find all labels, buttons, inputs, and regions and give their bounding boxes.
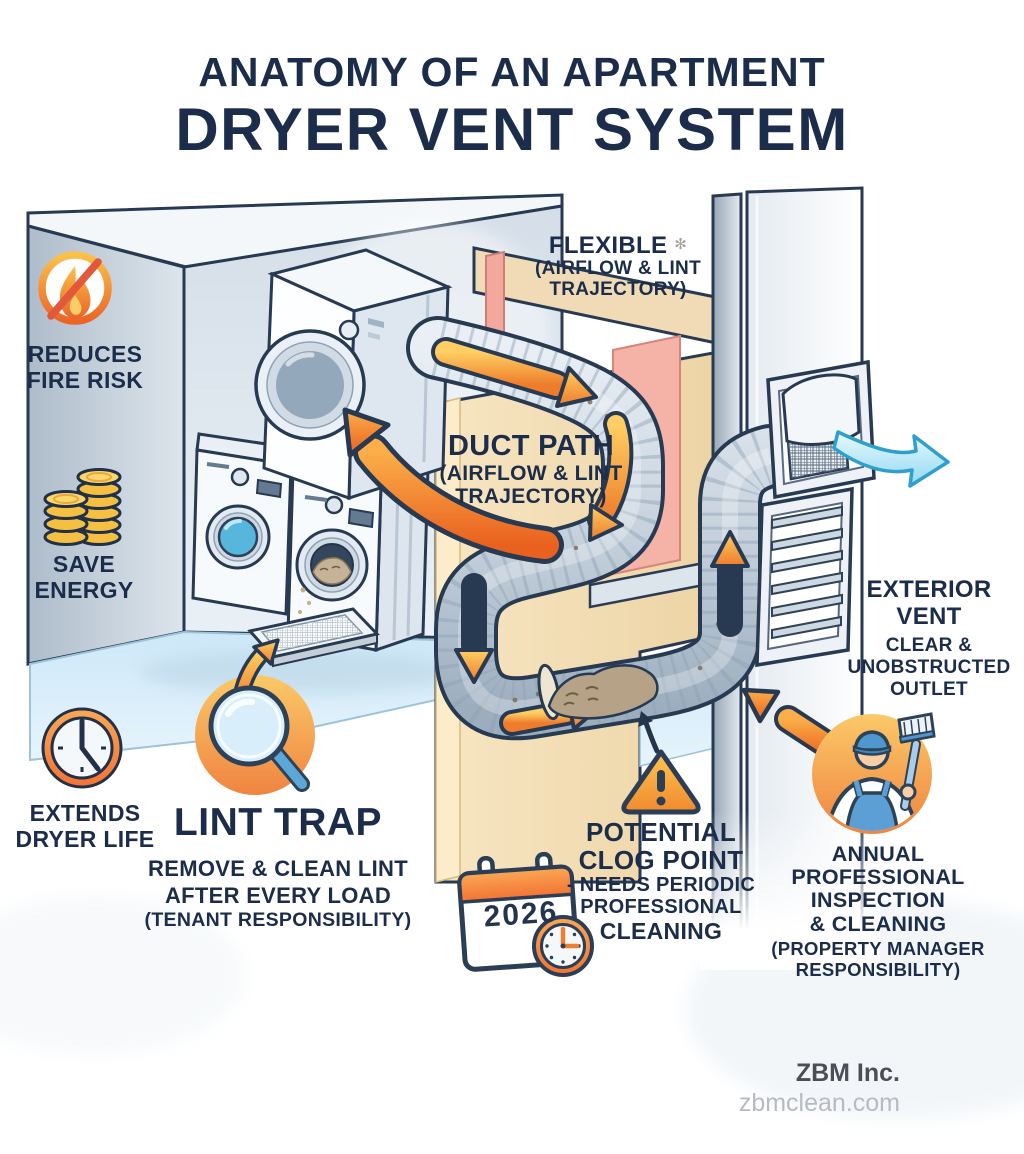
lint-trap-tray (247, 607, 380, 668)
page-title: ANATOMY OF AN APARTMENT DRYER VENT SYSTE… (175, 49, 849, 164)
duct-path-label: DUCT PATH (AIRFLOW & LINT TRAJECTORY) (439, 430, 623, 508)
technician-icon (823, 776, 921, 831)
exterior-vent-label: EXTERIOR VENT CLEAR & UNOBSTRUCTED OUTLE… (847, 576, 1011, 700)
vent-hood-cover (781, 373, 861, 446)
benefit-extends-dryer-life: EXTENDS DRYER LIFE (15, 800, 155, 853)
benefit-reduces-fire-risk: REDUCES FIRE RISK (26, 341, 144, 394)
website-url: zbmclean.com (738, 1089, 900, 1117)
airflow-arrows (431, 337, 750, 736)
no-fire-icon (38, 251, 112, 325)
annual-inspection-label: ANNUAL PROFESSIONAL INSPECTION & CLEANIN… (771, 842, 985, 980)
lint-trap-label: LINT TRAP (173, 801, 383, 844)
washer-right (286, 450, 430, 653)
benefit-save-energy: SAVE ENERGY (34, 551, 134, 604)
dryer-exhaust-arrow (342, 407, 564, 564)
coins-icon (43, 468, 122, 546)
lint-in-drum (312, 557, 352, 585)
clog-warning-group (621, 711, 701, 815)
flexible-label: FLEXIBLE ✻ (AIRFLOW & LINT TRAJECTORY) (535, 232, 701, 301)
clog-point-label: POTENTIAL CLOG POINT - NEEDS PERIODIC PR… (566, 817, 756, 944)
lint-trap-icon-group (195, 638, 315, 795)
exterior-vent-hood (766, 359, 876, 500)
company-name: ZBM Inc. (795, 1059, 900, 1087)
magnifier-icon (208, 685, 310, 792)
title-line1: ANATOMY OF AN APARTMENT (198, 49, 826, 95)
technician-group (741, 687, 936, 834)
lint-trap-sublabel: REMOVE & CLEAN LINT AFTER EVERY LOAD (TE… (144, 856, 412, 931)
clock-icon (41, 707, 123, 789)
title-line2: DRYER VENT SYSTEM (175, 96, 849, 164)
exhaust-air-arrow (832, 430, 950, 488)
clock-badge-icon (532, 915, 594, 977)
calendar-year: 2026 (482, 895, 560, 934)
lint-icon: ✻ (674, 236, 688, 253)
washer-left (191, 432, 295, 616)
brush-icon (897, 712, 936, 811)
clog-blockage (537, 663, 659, 721)
louver-grille (755, 486, 854, 668)
footer: ZBM Inc. zbmclean.com (739, 1058, 900, 1118)
cap-icon (853, 730, 891, 752)
